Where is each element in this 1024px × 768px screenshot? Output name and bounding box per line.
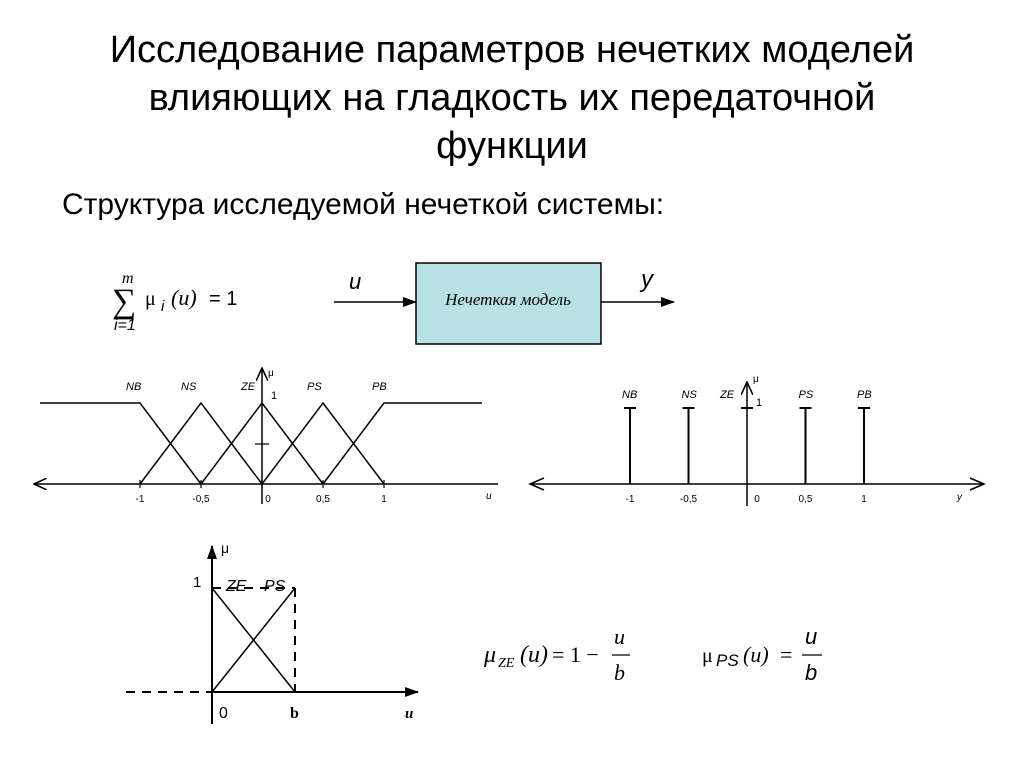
ps-membership-line bbox=[211, 587, 296, 693]
formula-ze-numerator: u bbox=[614, 624, 625, 649]
mf-ns bbox=[139, 401, 263, 485]
output-label: y bbox=[639, 266, 655, 293]
sum-index: i bbox=[161, 298, 165, 315]
sum-formula: m ∑ i=1 μ i (u) = 1 bbox=[112, 270, 237, 334]
formula-ze-arg: (u) bbox=[520, 642, 548, 668]
input-term-ze: ZE bbox=[240, 381, 256, 393]
input-term-nb: NB bbox=[126, 381, 141, 393]
input-membership-curves bbox=[40, 401, 482, 485]
block-diagram: u Нечеткая модель y bbox=[334, 262, 675, 345]
input-x-label: u bbox=[486, 491, 492, 502]
sum-sigma: ∑ bbox=[112, 283, 136, 320]
formula-ze: μ ZE (u) = 1 − u b bbox=[483, 624, 630, 685]
output-term-nb: NB bbox=[622, 389, 637, 401]
formula-ps-numerator: u bbox=[805, 624, 817, 649]
output-tick-label: 1 bbox=[861, 494, 867, 505]
input-term-ns: NS bbox=[181, 381, 197, 393]
output-term-ps: PS bbox=[799, 389, 814, 401]
input-tick-label: 1 bbox=[381, 494, 387, 505]
formula-ps-eq: = bbox=[780, 642, 792, 667]
output-tick-label: -0,5 bbox=[680, 494, 698, 505]
detail-one-label: 1 bbox=[193, 574, 201, 591]
output-x-label: y bbox=[956, 492, 963, 503]
formula-ps-mu: μ bbox=[702, 645, 713, 667]
output-x-axis-left-arrow bbox=[528, 477, 545, 491]
output-one-label: 1 bbox=[756, 397, 762, 409]
output-ticks: -1 -0,5 0 0,5 1 bbox=[626, 494, 868, 505]
input-label: u bbox=[349, 269, 361, 294]
title-line-1: Исследование параметров нечетких моделей bbox=[109, 29, 915, 71]
input-tick-label: 0,5 bbox=[316, 494, 330, 505]
input-term-ps: PS bbox=[307, 381, 322, 393]
output-tick-label: 0 bbox=[754, 494, 760, 505]
fuzzy-model-block bbox=[415, 262, 602, 345]
detail-ze-label: ZE bbox=[225, 578, 247, 595]
detail-membership-plot: μ 1 ZE PS 0 b u bbox=[126, 540, 419, 724]
output-singleton-lines bbox=[624, 407, 870, 484]
output-tick-label: 0,5 bbox=[799, 494, 813, 505]
sum-rhs: = 1 bbox=[209, 288, 237, 310]
sum-upper-limit: m bbox=[122, 270, 134, 287]
formula-ps-arg: (u) bbox=[743, 642, 769, 667]
input-term-labels: NB NS ZE PS PB bbox=[126, 381, 387, 393]
input-mu-label: μ bbox=[268, 368, 274, 379]
mf-ps bbox=[261, 401, 385, 485]
input-tick-label: -1 bbox=[136, 494, 145, 505]
output-term-ze: ZE bbox=[719, 389, 735, 401]
sum-lower-limit: i=1 bbox=[114, 317, 136, 334]
input-term-pb: PB bbox=[372, 381, 387, 393]
slide-title: Исследование параметров нечетких моделей… bbox=[0, 26, 1024, 170]
output-mu-label: μ bbox=[753, 374, 759, 385]
mf-ze bbox=[200, 401, 324, 485]
mf-nb bbox=[40, 402, 202, 485]
detail-ps-label: PS bbox=[264, 578, 286, 595]
sum-mu: μ bbox=[145, 288, 156, 310]
detail-origin-label: 0 bbox=[219, 705, 228, 722]
detail-mu-label: μ bbox=[221, 540, 229, 556]
output-term-labels: NB NS ZE PS PB bbox=[622, 389, 872, 401]
formula-ps-sub: PS bbox=[716, 651, 739, 670]
title-line-3: функции bbox=[436, 125, 588, 167]
title-line-2: влияющих на гладкость их передаточной bbox=[148, 77, 876, 119]
input-membership-plot: -1 -0,5 0 0,5 1 NB NS ZE PS PB μ 1 u bbox=[34, 368, 498, 505]
fuzzy-model-label: Нечеткая модель bbox=[444, 290, 571, 309]
formula-ze-sub: ZE bbox=[498, 656, 515, 671]
formula-ze-denominator: b bbox=[614, 660, 625, 685]
formula-ze-mu: μ bbox=[483, 642, 496, 668]
detail-b-label: b bbox=[290, 705, 299, 722]
input-tick-label: -0,5 bbox=[192, 494, 210, 505]
formula-ps-denominator: b bbox=[805, 660, 817, 685]
formula-ps: μ PS (u) = u b bbox=[702, 624, 822, 685]
output-tick-label: -1 bbox=[626, 494, 635, 505]
output-singletons-plot: -1 -0,5 0 0,5 1 NB NS ZE PS PB μ 1 y bbox=[528, 374, 986, 506]
input-ticks: -1 -0,5 0 0,5 1 bbox=[136, 480, 387, 505]
mf-pb bbox=[322, 402, 482, 485]
detail-x-label: u bbox=[405, 706, 413, 722]
slide-subtitle: Структура исследуемой нечеткой системы: bbox=[62, 188, 665, 221]
sum-argument: (u) bbox=[171, 285, 197, 310]
formula-ze-eq: = 1 − bbox=[552, 642, 599, 667]
output-x-axis-right-arrow bbox=[969, 477, 986, 491]
output-term-ns: NS bbox=[682, 389, 698, 401]
input-tick-label: 0 bbox=[265, 494, 271, 505]
input-one-label: 1 bbox=[271, 390, 277, 402]
output-term-pb: PB bbox=[857, 389, 872, 401]
